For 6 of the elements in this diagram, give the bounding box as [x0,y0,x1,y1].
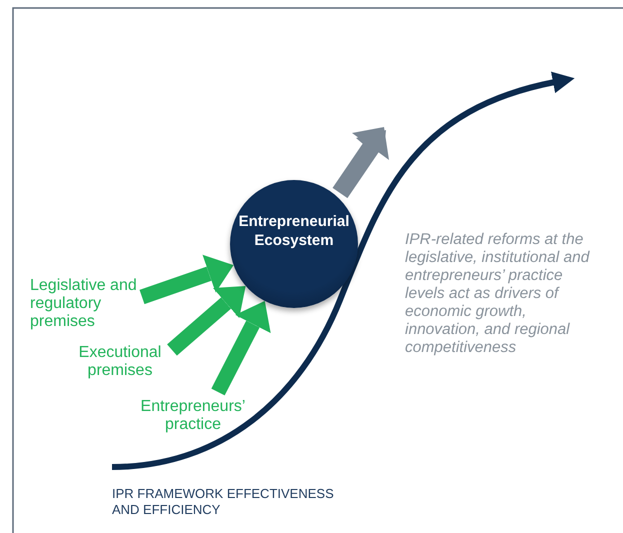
note-text: IPR-related reforms at the legislative, institutional and entrepreneurs’ practice levels act as drivers of economic growth, innovation, and regional competitiveness [405,231,590,357]
factor-label: Entrepreneurs’ practice [132,398,254,434]
ecosystem-circle: Entrepreneurial Ecosystem [230,180,358,308]
factor-label: Legislative and regulatory premises [30,277,142,331]
axis-label: IPR FRAMEWORK EFFECTIVENESS AND EFFICIENCY [112,486,335,518]
factor-label: Executional premises [72,344,168,380]
